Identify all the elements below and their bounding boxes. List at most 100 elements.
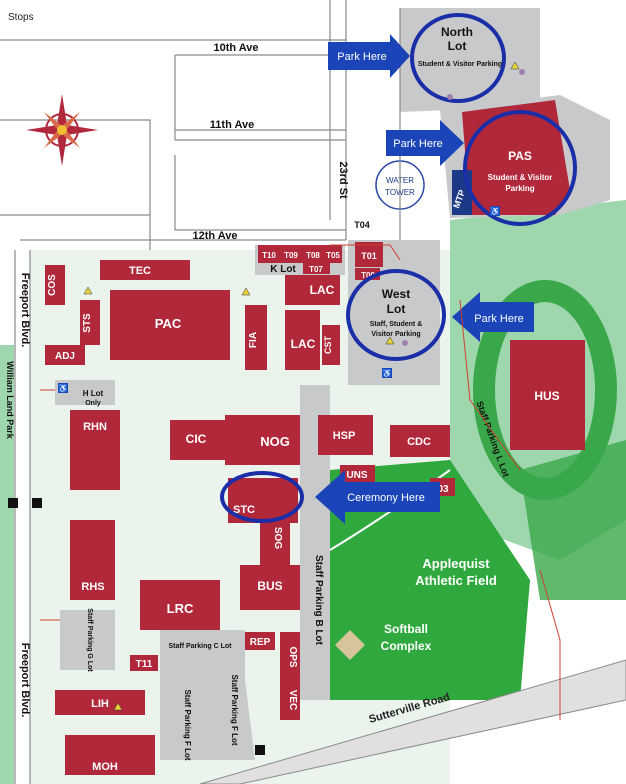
c-lot: [160, 630, 245, 680]
west-lot-name-line1: West: [382, 287, 410, 301]
b-lot: [300, 385, 330, 700]
nog-label: NOG: [260, 434, 290, 449]
buildings: [45, 242, 455, 775]
accessible-parking-icon-h: ♿: [58, 383, 68, 393]
g-lot: [60, 610, 115, 670]
cic-label: CIC: [186, 432, 207, 446]
sts-label: STS: [82, 313, 93, 333]
hus-label: HUS: [534, 389, 559, 403]
rep-label: REP: [250, 637, 271, 648]
t09-building: [280, 245, 302, 263]
t10-label: T10: [262, 251, 276, 260]
lac-top-label: LAC: [310, 283, 335, 297]
t05-building: [324, 245, 342, 263]
stc-circle: [220, 471, 304, 523]
callout-ceremony-here-label: Ceremony Here: [347, 492, 425, 504]
moh-building: [65, 735, 155, 775]
cic-building: [170, 420, 225, 460]
lrc-building: [140, 580, 220, 630]
rhn-building: [70, 410, 120, 490]
red-arrow-paths: [40, 244, 561, 720]
cdc-building: [390, 425, 450, 457]
pas-building: [462, 100, 570, 215]
staff-parking-f-right-label: Staff Parking F Lot: [230, 674, 239, 745]
nog-building: [225, 415, 300, 465]
cst-building: [322, 325, 340, 365]
k-lot-label: K Lot: [270, 264, 296, 275]
compass-rose-icon: [26, 94, 98, 166]
uns-label: UNS: [346, 470, 367, 481]
north-lot-desc: Student & Visitor Parking: [418, 61, 502, 68]
pas-name: PAS: [508, 149, 532, 163]
street-freeport-top: Freeport Blvd.: [19, 273, 31, 348]
west-lot-desc-line1: Staff, Student &: [370, 321, 423, 328]
callout-ceremony-here: Ceremony Here: [315, 470, 440, 524]
sog-building: [260, 520, 290, 570]
lih-label: LIH: [91, 698, 109, 710]
t05-label: T05: [326, 251, 340, 260]
callout-park-here-west: Park Here: [452, 292, 534, 342]
cos-building: [45, 265, 65, 305]
svg-text:♿: ♿: [58, 383, 68, 393]
pac-label: PAC: [155, 316, 182, 331]
stadium-south-green: [520, 440, 626, 600]
softball-label-line1: Softball: [384, 622, 428, 636]
vec-building: [280, 680, 300, 720]
sog-label: SOG: [272, 527, 283, 549]
lih-building: [55, 690, 145, 715]
staff-parking-c-label: Staff Parking C Lot: [168, 643, 232, 650]
building-labels: TEC COS STS ADJ PAC FIA LAC LAC CST RHN …: [47, 251, 449, 773]
hus-building: [510, 340, 585, 450]
t10-building: [258, 245, 280, 263]
t01-building: [355, 242, 383, 267]
callout-park-here-mid-label: Park Here: [393, 138, 443, 150]
bus-stop-icon: [8, 498, 265, 755]
lac-mid-label: LAC: [291, 337, 316, 351]
callout-park-here-mid: Park Here: [386, 120, 464, 166]
sts-building: [80, 300, 100, 345]
rhs-label: RHS: [81, 581, 104, 593]
north-lot-circle: [410, 13, 506, 103]
t00-label: T00: [361, 271, 375, 280]
pac-building: [110, 290, 230, 360]
adj-label: ADJ: [55, 351, 75, 362]
svg-text:♿: ♿: [490, 206, 500, 216]
accessible-parking-icon-west: ♿: [382, 368, 392, 378]
accessible-parking-icon-pas: ♿: [490, 206, 500, 216]
h-lot-label-line1: H Lot: [83, 389, 104, 398]
stc-label: STC: [233, 504, 255, 516]
street-12th-ave: 12th Ave: [192, 230, 237, 242]
tec-building: [100, 260, 190, 280]
ops-building: [280, 632, 300, 682]
street-10th-ave: 10th Ave: [213, 42, 258, 54]
softball-diamond: [335, 630, 365, 660]
west-lot-desc-line2: Visitor Parking: [371, 331, 420, 338]
bus-building: [240, 565, 300, 610]
hsp-label: HSP: [333, 430, 356, 442]
callout-park-here-top: Park Here: [328, 34, 410, 78]
street-william-land: William Land Park: [5, 361, 15, 439]
legend-stops-label: Stops: [8, 12, 34, 23]
f-lot: [160, 680, 255, 760]
north-lot-name-line2: Lot: [448, 39, 467, 53]
t09-label: T09: [284, 251, 298, 260]
pas-circle: [463, 110, 577, 226]
t01-label: T01: [361, 251, 377, 261]
fia-building: [245, 305, 267, 370]
street-23rd-st: 23rd St: [337, 161, 349, 199]
t11-building: [130, 655, 158, 671]
lac-mid-building: [285, 310, 320, 370]
north-lot-name-line1: North: [441, 25, 473, 39]
west-lot-name-line2: Lot: [387, 302, 406, 316]
pas-desc-line2: Parking: [505, 184, 534, 193]
callout-park-here-top-label: Park Here: [337, 51, 387, 63]
applequist-label-line2: Athletic Field: [415, 573, 497, 588]
staff-parking-g-label: Staff Parking G Lot: [86, 608, 93, 672]
fia-label: FIA: [248, 332, 259, 348]
h-lot-label-line2: Only: [85, 400, 101, 407]
tec-label: TEC: [129, 265, 151, 277]
svg-text:♿: ♿: [382, 368, 392, 378]
marker-triangle-icons: [83, 61, 520, 711]
